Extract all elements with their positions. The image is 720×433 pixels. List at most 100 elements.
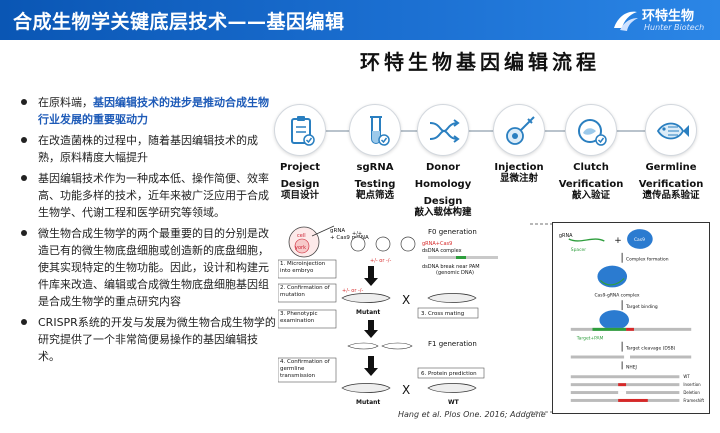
company-logo: 环特生物 Hunter Biotech — [610, 3, 710, 37]
wt-label: WT — [448, 399, 460, 406]
bullet-text: CRISPR系统的开发与发展为微生物合成生物学的研究提供了一个非常简便易操作的基… — [38, 316, 276, 363]
step-text: 4. Confirmation of germline transmission — [280, 359, 330, 379]
header-bar: 合成生物学关键底层技术——基因编辑 环特生物 Hunter Biotech — [0, 0, 720, 40]
step-text: 3. Phenotypic examination — [280, 311, 318, 324]
f1-generation-label: F1 generation — [428, 340, 477, 348]
logo-text-en: Hunter Biotech — [644, 23, 705, 32]
mutant-fish-icon — [341, 293, 391, 303]
down-arrow-icon — [364, 266, 378, 286]
flow-title: 环特生物基因编辑流程 — [360, 50, 600, 74]
target-pam-label: Target+PAM — [576, 336, 604, 342]
step-box-protein — [417, 367, 485, 379]
step-icon-circle — [645, 104, 697, 156]
dsdna-break-label: dsDNA break near PAM — [422, 264, 480, 270]
down-arrow-icon — [364, 320, 378, 338]
genomic-label: (genomic DNA) — [436, 270, 474, 276]
step-box-confirmation — [278, 283, 337, 303]
larva-icon — [347, 342, 379, 350]
figure-connector — [530, 223, 552, 413]
step-label-en: Injection — [494, 162, 544, 173]
step-box-microinjection — [278, 259, 337, 279]
zebrafish-workflow-figure: cell york gRNA + Cas9 mRNA F0 generation… — [278, 225, 498, 406]
step-icon-circle — [417, 104, 469, 156]
bullet-item: 微生物合成生物学的两个最重要的目的分别是改造已有的微生物底盘细胞或创造新的底盘细… — [18, 225, 276, 310]
step-label-en: Germline — [645, 162, 697, 173]
mrna-label: gRNA — [330, 228, 345, 234]
step-label-en: Donor — [425, 162, 461, 173]
step-label-en: Verification — [558, 179, 624, 190]
test-tube-icon — [370, 116, 390, 146]
cas9-grna-complex — [597, 265, 628, 288]
mutant-label: Mutant — [356, 309, 380, 316]
larva-icon — [381, 342, 413, 350]
step-label-cn: 显微注射 — [499, 173, 538, 184]
genotype-label: +/+ — [352, 231, 362, 237]
grna-strand — [568, 238, 605, 242]
step-label-cn: 敲入验证 — [571, 190, 610, 201]
nhej-label: NHEJ — [626, 364, 637, 370]
wt-fish-icon — [427, 293, 477, 303]
complex-label: Cas9-gRNA complex — [594, 292, 639, 298]
bullet-item: 基因编辑技术作为一种成本低、操作简便、效率高、功能多样的技术，近年来被广泛应用于… — [18, 170, 276, 221]
injection-icon — [506, 116, 535, 145]
embryo-group — [350, 236, 416, 252]
step-icon-circle — [349, 104, 401, 156]
complex-formation-label: Complex formation — [626, 257, 669, 263]
f0-generation-label: F0 generation — [428, 228, 477, 236]
bullet-text: 在原料端， — [38, 96, 93, 109]
step-label-cn: 项目设计 — [280, 190, 319, 201]
pam-site — [456, 256, 466, 259]
dna-merge-icon — [429, 119, 460, 143]
step-project-design: Project Design 项目设计 — [261, 104, 339, 202]
target-binding-label: Target binding — [625, 304, 658, 310]
step-sgrna-testing: sgRNA Testing 靶点筛选 — [336, 104, 414, 202]
fish-icon — [656, 122, 689, 140]
step-icon-circle — [565, 104, 617, 156]
frameshift-label: Frameshift — [683, 398, 704, 403]
step-label-cn: 遗传品系验证 — [642, 190, 700, 201]
step-injection: Injection 显微注射 — [480, 104, 558, 185]
insertion-label: Insertion — [683, 382, 701, 387]
down-arrow-icon — [364, 356, 378, 376]
step-text: 3. Cross mating — [421, 311, 464, 317]
step-germline-verification: Germline Verification 遗传品系验证 — [632, 104, 710, 202]
mrna-label: + Cas9 mRNA — [330, 235, 369, 241]
step-icon-circle — [493, 104, 545, 156]
step-box-germline — [278, 357, 337, 383]
cas9-protein — [627, 229, 653, 249]
step-box-phenotypic — [278, 309, 337, 329]
step-label-en: Homology — [414, 179, 472, 190]
figure-caption: Hang et al. Plos One. 2016; Addgene — [398, 410, 546, 419]
step-text: 1. Microinjection into embryo — [280, 261, 326, 274]
svg-text:+: + — [614, 236, 621, 246]
complex-label: gRNA+Cas9 — [422, 241, 452, 247]
spacer-label: Spacer — [571, 247, 587, 253]
bullet-highlight: 基因编辑技术的进步是推动合成生物行业发展的重要驱动力 — [38, 96, 269, 126]
step-label-en: Testing — [354, 179, 396, 190]
step-text: 2. Confirmation of mutation — [280, 285, 330, 298]
logo-text-cn: 环特生物 — [642, 9, 695, 24]
bullet-text: 在改造菌株的过程中，随着基因编辑技术的成熟，原料精度大幅提升 — [38, 134, 258, 164]
step-label-en: sgRNA — [356, 162, 394, 173]
crispr-mechanism-figure: gRNA Spacer + Cas9 Complex formation Cas… — [552, 222, 710, 414]
step-box-cross-mating — [417, 307, 479, 319]
clipboard-icon — [291, 116, 315, 146]
step-label-en: Project — [279, 162, 321, 173]
deletion-label: Deletion — [683, 390, 700, 395]
needle-line — [311, 225, 335, 237]
bullet-list: 在原料端，基因编辑技术的进步是推动合成生物行业发展的重要驱动力 在改造菌株的过程… — [18, 94, 276, 369]
bullet-text: 基因编辑技术作为一种成本低、操作简便、效率高、功能多样的技术，近年来被广泛应用于… — [38, 172, 269, 219]
york-label: york — [295, 245, 306, 251]
cas9-label: Cas9 — [634, 237, 645, 243]
cross-symbol: X — [402, 383, 410, 397]
step-label-en: Design — [423, 196, 463, 207]
fish-eggs-icon — [578, 119, 607, 146]
logo-mark-icon — [614, 11, 638, 31]
step-label-cn: 靶点筛选 — [355, 190, 394, 201]
yolk-diagram — [294, 238, 310, 254]
wt-fish-icon — [427, 383, 477, 393]
mutant-label: Mutant — [356, 399, 380, 406]
step-icon-circle — [274, 104, 326, 156]
bullet-item: 在改造菌株的过程中，随着基因编辑技术的成熟，原料精度大幅提升 — [18, 132, 276, 166]
step-label-en: Verification — [638, 179, 704, 190]
